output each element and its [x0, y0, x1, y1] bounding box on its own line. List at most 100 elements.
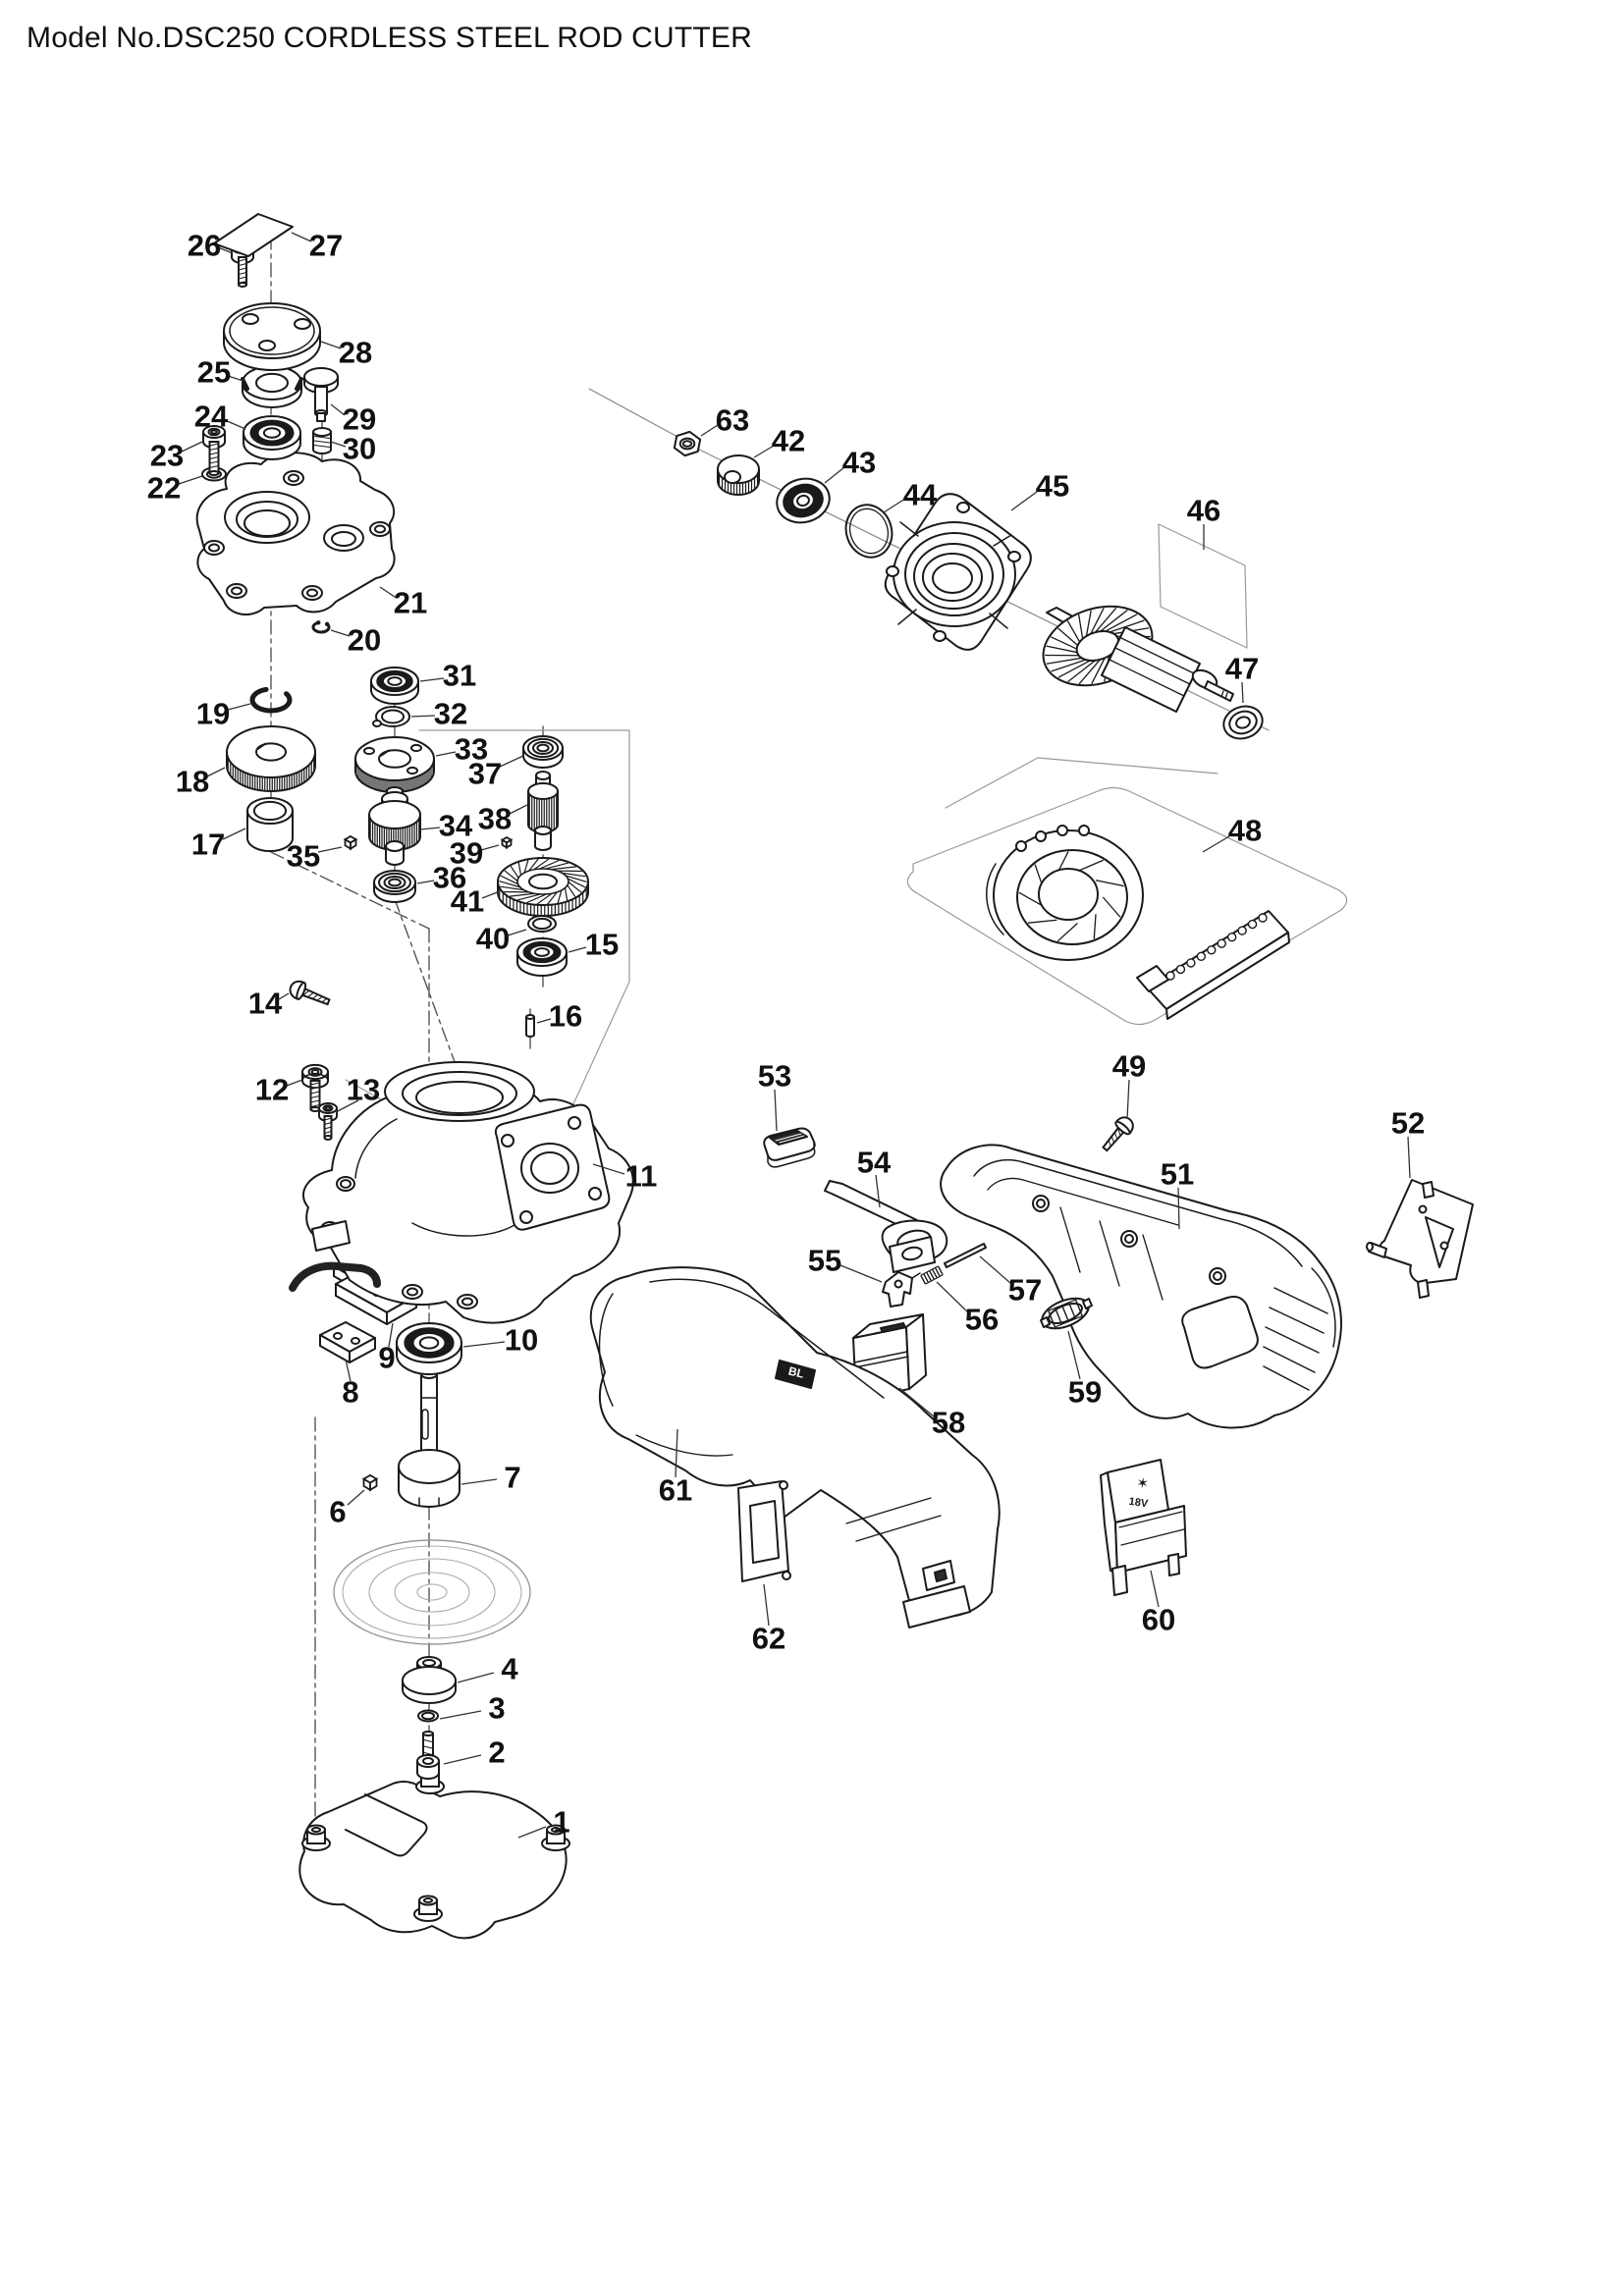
part-37: [522, 735, 564, 769]
part-8: [319, 1321, 376, 1363]
part-57-leader: [979, 1255, 1011, 1284]
part-15-leader: [568, 946, 587, 953]
part-41-label: 41: [451, 884, 484, 919]
part-13-label: 13: [347, 1073, 380, 1107]
part-52-leader: [1407, 1136, 1411, 1179]
part-11: [289, 1061, 634, 1324]
part-7-leader: [460, 1478, 498, 1485]
part-21-label: 21: [394, 586, 427, 620]
part-32-leader: [410, 715, 436, 718]
part-25-leader: [227, 375, 244, 382]
part-34-label: 34: [439, 809, 473, 843]
part-12: [301, 1063, 329, 1112]
part-48-label: 48: [1228, 814, 1262, 848]
part-4-leader: [457, 1672, 495, 1683]
part-43-leader: [824, 466, 845, 484]
part-34: [368, 786, 421, 866]
part-18: [226, 725, 316, 792]
part-24-label: 24: [194, 400, 229, 434]
part-38-label: 38: [478, 802, 512, 836]
part-25-label: 25: [197, 355, 231, 390]
part-4: [402, 1656, 457, 1704]
part-58-label: 58: [932, 1406, 965, 1440]
part-46-label: 46: [1187, 494, 1220, 528]
part-49: [1102, 1116, 1134, 1152]
part-51: [940, 1144, 1342, 1429]
part-14: [289, 980, 331, 1006]
part-26-label: 26: [188, 229, 221, 263]
part-43: [776, 477, 831, 524]
part-36-label: 36: [433, 861, 466, 895]
part-16-label: 16: [549, 999, 582, 1034]
part-10-leader: [462, 1341, 506, 1348]
part-61-leader: [675, 1428, 678, 1478]
part-13: [318, 1102, 338, 1141]
part-40: [527, 915, 557, 933]
page-title: Model No.DSC250 CORDLESS STEEL ROD CUTTE…: [27, 22, 752, 54]
part-62-label: 62: [752, 1622, 785, 1656]
part-22-label: 22: [147, 471, 181, 506]
part-53: [763, 1127, 816, 1168]
part-45: [884, 493, 1032, 651]
part-21: [195, 452, 396, 616]
part-48: [986, 825, 1290, 1020]
part-27-leader: [291, 232, 312, 242]
part-39-leader: [480, 844, 500, 851]
part-37-leader: [499, 755, 524, 768]
part-45-label: 45: [1036, 469, 1069, 504]
part-52-label: 52: [1391, 1106, 1425, 1141]
part-60: ✶18V: [1100, 1459, 1187, 1596]
part-12-leader: [286, 1079, 303, 1087]
part-61-label: 61: [659, 1473, 692, 1508]
part-44-label: 44: [903, 478, 938, 512]
part-55-label: 55: [808, 1244, 841, 1278]
part-23: [202, 424, 226, 476]
part-32-label: 32: [434, 697, 467, 731]
part-20-leader: [330, 629, 351, 637]
part-35-label: 35: [287, 839, 320, 874]
part-48-leader: [1202, 835, 1230, 853]
part-10-label: 10: [505, 1323, 538, 1358]
part-42-label: 42: [772, 424, 805, 458]
part-23-leader: [181, 441, 203, 453]
part-6: [361, 1473, 379, 1492]
part-19: [249, 686, 293, 714]
part-1: [298, 1767, 570, 1940]
part-12-label: 12: [255, 1073, 289, 1107]
part-61: BL: [589, 1266, 1001, 1629]
part-38-leader: [509, 804, 528, 815]
part-17: [246, 797, 294, 852]
part-55: [882, 1271, 921, 1308]
part-58-leader: [898, 1387, 935, 1417]
part-6-label: 6: [329, 1495, 346, 1529]
part-11-leader: [592, 1163, 625, 1175]
part-22-leader: [178, 475, 203, 485]
part-63-leader: [700, 424, 719, 437]
part-26-leader: [217, 246, 234, 254]
part-41-leader: [481, 890, 501, 899]
part-8-leader: [345, 1359, 352, 1382]
part-31: [370, 667, 419, 705]
part-59: [1040, 1297, 1093, 1330]
part-54-label: 54: [857, 1146, 892, 1180]
part-30: [312, 427, 332, 454]
part-43-label: 43: [842, 446, 876, 480]
part-24: [243, 415, 301, 460]
part-21-leader: [379, 586, 396, 598]
part-34-leader: [419, 827, 441, 830]
part-51-label: 51: [1161, 1157, 1194, 1192]
part-4-label: 4: [501, 1652, 518, 1686]
part-11-label: 11: [625, 1159, 658, 1194]
part-41: [497, 857, 589, 917]
part-46: [1042, 605, 1234, 713]
part-6-leader: [347, 1489, 365, 1506]
part-63: [673, 430, 702, 457]
part-29-label: 29: [343, 402, 376, 437]
part-2: [416, 1731, 440, 1780]
part-44: [844, 504, 893, 559]
part-28: [223, 302, 321, 371]
part-49-label: 49: [1112, 1049, 1146, 1084]
